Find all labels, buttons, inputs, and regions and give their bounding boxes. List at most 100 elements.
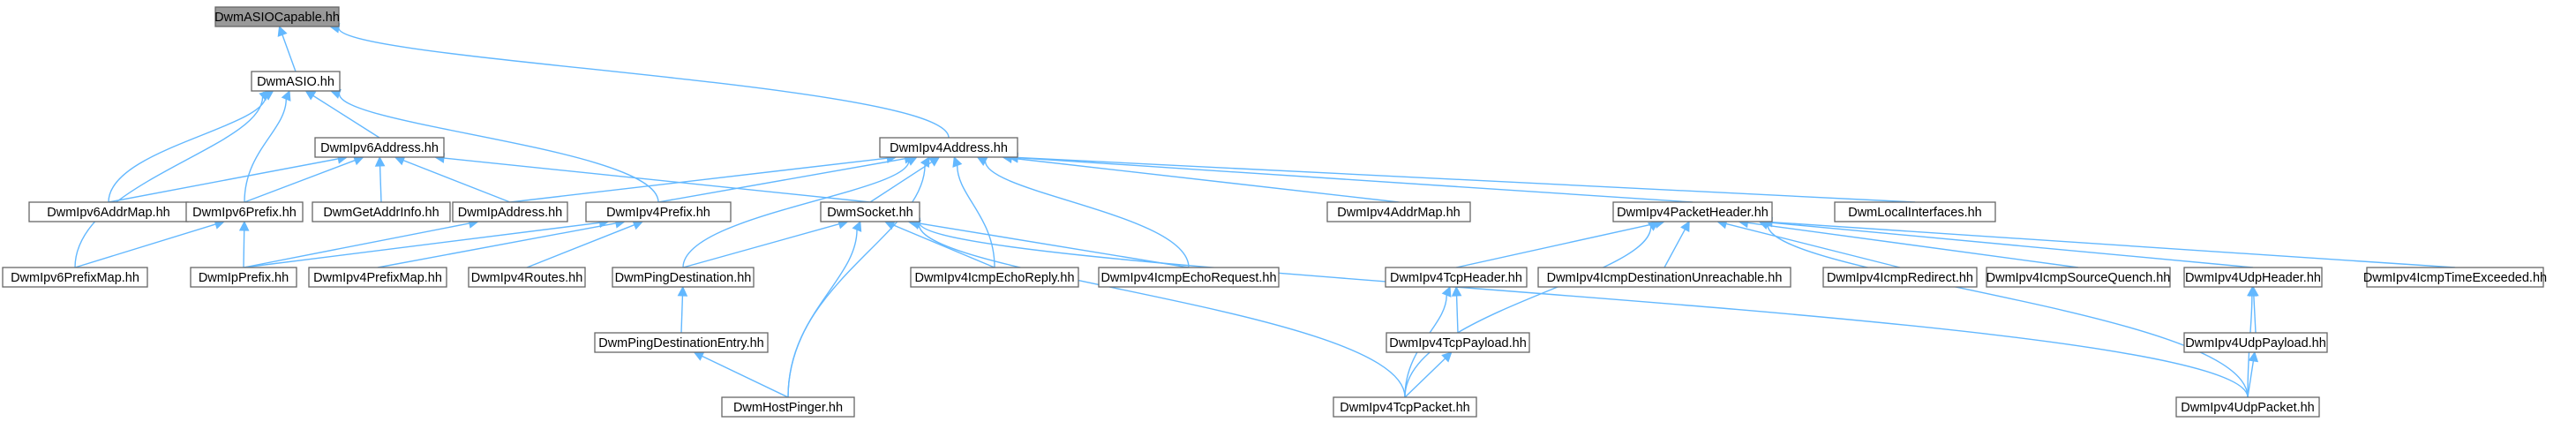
node-destunreach[interactable]: DwmIpv4IcmpDestinationUnreachable.hh <box>1537 267 1791 288</box>
node-tcppayload[interactable]: DwmIpv4TcpPayload.hh <box>1386 332 1530 353</box>
node-box[interactable] <box>1537 267 1791 288</box>
node-label: DwmIpv6Prefix.hh <box>192 206 297 220</box>
node-box[interactable] <box>308 267 447 288</box>
edge-socket-to-v4addr <box>869 161 933 203</box>
node-box[interactable] <box>585 201 732 222</box>
node-box[interactable] <box>1612 201 1773 222</box>
edge-v4routes-to-v4prefix <box>526 224 635 268</box>
node-box[interactable] <box>452 201 568 222</box>
node-v6addr[interactable]: DwmIpv6Address.hh <box>314 137 445 158</box>
node-box[interactable] <box>2 267 148 288</box>
node-pingdestentry[interactable]: DwmPingDestinationEntry.hh <box>594 332 769 353</box>
arrowhead-hostpinger-to-socket <box>852 220 862 232</box>
node-v6prefix[interactable]: DwmIpv6Prefix.hh <box>185 201 304 222</box>
edge-udppacket-to-udppayload <box>2247 360 2255 398</box>
node-v6addrmap[interactable]: DwmIpv6AddrMap.hh <box>28 201 189 222</box>
node-label: DwmIpv6PrefixMap.hh <box>11 271 139 285</box>
arrowhead-socket-to-v4addr <box>928 156 941 167</box>
node-box[interactable] <box>468 267 586 288</box>
node-tcppacket[interactable]: DwmIpv4TcpPacket.hh <box>1333 396 1477 418</box>
node-box[interactable] <box>1986 267 2171 288</box>
node-box[interactable] <box>185 201 304 222</box>
node-box[interactable] <box>594 332 769 353</box>
node-label: DwmIpPrefix.hh <box>199 271 289 285</box>
node-tcphdr[interactable]: DwmIpv4TcpHeader.hh <box>1385 267 1528 288</box>
node-redirect[interactable]: DwmIpv4IcmpRedirect.hh <box>1822 267 1978 288</box>
node-box[interactable] <box>1822 267 1978 288</box>
node-pingdest[interactable]: DwmPingDestination.hh <box>612 267 755 288</box>
node-v4addrmap[interactable]: DwmIpv4AddrMap.hh <box>1326 201 1471 222</box>
edge-hostpinger-to-pingdestentry <box>702 355 789 398</box>
edge-udppacket-to-socket <box>919 222 2249 398</box>
arrowhead-destunreach-to-pkthdr <box>1680 221 1690 232</box>
edge-echoreq-to-socket <box>917 222 1190 268</box>
node-getaddr[interactable]: DwmGetAddrInfo.hh <box>312 201 451 222</box>
node-box[interactable] <box>214 6 340 27</box>
node-box[interactable] <box>820 201 920 222</box>
edge-udppacket-to-pkthdr <box>1767 224 2249 398</box>
node-box[interactable] <box>190 267 297 288</box>
node-box[interactable] <box>2366 267 2544 288</box>
node-socket[interactable]: DwmSocket.hh <box>820 201 920 222</box>
node-v4prefix[interactable]: DwmIpv4Prefix.hh <box>585 201 732 222</box>
node-box[interactable] <box>2183 332 2328 353</box>
node-v4prefixmap[interactable]: DwmIpv4PrefixMap.hh <box>308 267 447 288</box>
arrowhead-hostpinger-to-pingdestentry <box>693 351 705 361</box>
node-label: DwmLocalInterfaces.hh <box>1848 206 1982 220</box>
edge-localif-to-v4addr <box>1017 156 1916 203</box>
node-label: DwmIpv4IcmpEchoReply.hh <box>914 271 1074 285</box>
node-box[interactable] <box>314 137 445 158</box>
node-box[interactable] <box>1834 201 1996 222</box>
node-label: DwmIpv4TcpPayload.hh <box>1389 336 1527 350</box>
arrowhead-tcppacket-to-pkthdr <box>1647 221 1659 231</box>
node-hostpinger[interactable]: DwmHostPinger.hh <box>721 396 855 418</box>
node-asiocap[interactable]: DwmASIOCapable.hh <box>214 6 340 27</box>
node-v4routes[interactable]: DwmIpv4Routes.hh <box>468 267 586 288</box>
node-pkthdr[interactable]: DwmIpv4PacketHeader.hh <box>1612 201 1773 222</box>
arrowhead-udppacket-to-udphdr <box>2247 285 2257 297</box>
edge-destunreach-to-pkthdr <box>1664 229 1686 268</box>
edge-v6addrmap-to-asio <box>108 95 267 203</box>
edge-redirect-to-pkthdr <box>1725 222 1901 268</box>
node-echoreq[interactable]: DwmIpv4IcmpEchoRequest.hh <box>1098 267 1280 288</box>
node-srcquench[interactable]: DwmIpv4IcmpSourceQuench.hh <box>1986 267 2171 288</box>
node-box[interactable] <box>2175 396 2320 418</box>
edge-timeexc-to-pkthdr <box>1771 221 2456 268</box>
node-box[interactable] <box>1098 267 1280 288</box>
node-box[interactable] <box>910 267 1079 288</box>
node-udppayload[interactable]: DwmIpv4UdpPayload.hh <box>2183 332 2328 353</box>
node-ipprefix[interactable]: DwmIpPrefix.hh <box>190 267 297 288</box>
node-udphdr[interactable]: DwmIpv4UdpHeader.hh <box>2183 267 2323 288</box>
node-box[interactable] <box>612 267 755 288</box>
node-box[interactable] <box>1386 332 1530 353</box>
node-v6prefixmap[interactable]: DwmIpv6PrefixMap.hh <box>2 267 148 288</box>
node-box[interactable] <box>1385 267 1528 288</box>
node-label: DwmIpv4PacketHeader.hh <box>1617 206 1769 220</box>
arrowhead-tcppacket-to-tcppayload <box>1441 351 1453 363</box>
node-ipaddr[interactable]: DwmIpAddress.hh <box>452 201 568 222</box>
node-box[interactable] <box>251 71 341 92</box>
node-box[interactable] <box>879 137 1018 158</box>
node-label: DwmIpv6Address.hh <box>320 141 439 155</box>
node-udppacket[interactable]: DwmIpv4UdpPacket.hh <box>2175 396 2320 418</box>
node-box[interactable] <box>312 201 451 222</box>
node-box[interactable] <box>2183 267 2323 288</box>
edge-asio-to-asiocap <box>282 34 297 72</box>
node-localif[interactable]: DwmLocalInterfaces.hh <box>1834 201 1996 222</box>
node-box[interactable] <box>721 396 855 418</box>
edges-layer <box>74 23 2456 398</box>
edge-ipaddr-to-v4addr <box>509 157 888 203</box>
node-box[interactable] <box>1326 201 1471 222</box>
arrowhead-ipprefix-to-v6prefix <box>238 220 250 231</box>
node-box[interactable] <box>1333 396 1477 418</box>
arrowhead-v6addr-to-asio <box>304 90 317 101</box>
node-label: DwmHostPinger.hh <box>733 401 843 415</box>
node-timeexc[interactable]: DwmIpv4IcmpTimeExceeded.hh <box>2363 267 2547 288</box>
node-v4addr[interactable]: DwmIpv4Address.hh <box>879 137 1018 158</box>
arrowhead-asio-to-asiocap <box>277 25 288 37</box>
arrowhead-pingdestentry-to-pingdest <box>677 285 688 297</box>
node-label: DwmIpv4IcmpDestinationUnreachable.hh <box>1547 271 1783 285</box>
node-echoreply[interactable]: DwmIpv4IcmpEchoReply.hh <box>910 267 1079 288</box>
arrowhead-udppacket-to-udppayload <box>2248 350 2259 363</box>
node-asio[interactable]: DwmASIO.hh <box>251 71 341 92</box>
